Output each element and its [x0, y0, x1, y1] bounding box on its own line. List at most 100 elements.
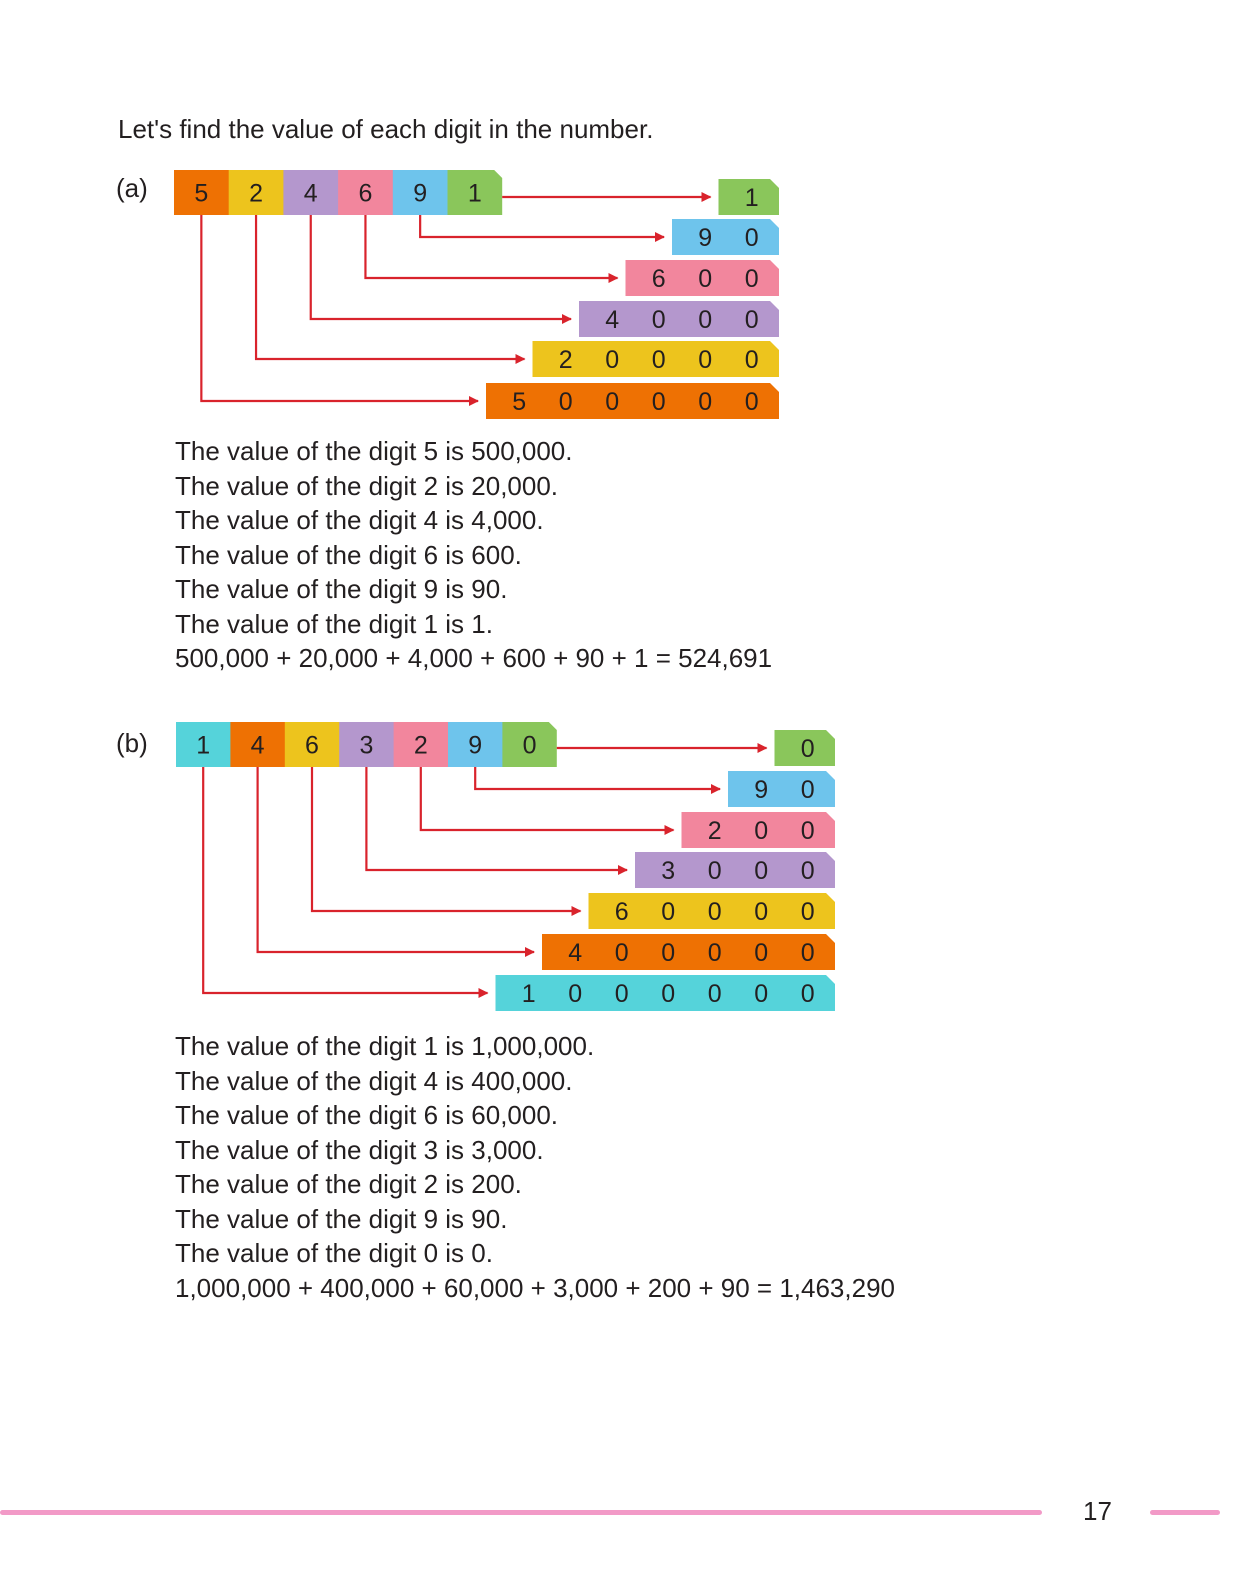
- expanded-value-tile: [672, 219, 779, 255]
- digit-tile: [338, 170, 394, 215]
- expanded-value-tile: [542, 934, 835, 970]
- expanded-digit: 2: [559, 346, 573, 374]
- value-statements-a: The value of the digit 5 is 500,000.The …: [175, 434, 772, 676]
- expanded-digit: 0: [708, 857, 722, 885]
- digit-label: 6: [305, 732, 319, 760]
- expanded-digit: 0: [615, 939, 629, 967]
- place-value-arrow: [200, 215, 479, 406]
- value-statement: The value of the digit 1 is 1,000,000.: [175, 1031, 595, 1061]
- place-value-arrow: [419, 767, 675, 835]
- digit-tile: [392, 170, 448, 215]
- expanded-digit: 0: [754, 857, 768, 885]
- value-statement: The value of the digit 2 is 20,000.: [175, 470, 559, 501]
- expanded-digit: 1: [745, 184, 759, 212]
- expanded-digit: 0: [745, 224, 759, 252]
- expanded-digit: 1: [522, 980, 536, 1008]
- expanded-value-tile: [774, 730, 835, 766]
- digit-label: 5: [194, 180, 208, 208]
- expanded-value-tile: [579, 301, 779, 337]
- expanded-digit: 0: [801, 898, 815, 926]
- digit-label: 1: [468, 180, 482, 208]
- intro-text: Let's find the value of each digit in th…: [118, 114, 654, 144]
- expanded-digit: 0: [801, 980, 815, 1008]
- expanded-digit: 0: [615, 980, 629, 1008]
- expanded-digit: 0: [745, 346, 759, 374]
- expanded-digit: 0: [652, 346, 666, 374]
- expanded-digit: 0: [708, 980, 722, 1008]
- value-statement: The value of the digit 3 is 3,000.: [175, 1134, 544, 1165]
- expanded-digit: 0: [801, 776, 815, 804]
- digit-tile: [176, 722, 231, 767]
- expanded-digit: 0: [559, 388, 573, 416]
- expanded-digit: 0: [661, 980, 675, 1008]
- digit-tile: [284, 722, 340, 767]
- digit-tile: [339, 722, 395, 767]
- digit-label: 1: [196, 732, 210, 760]
- footer-rule-left: [0, 1510, 1042, 1515]
- value-statement: The value of the digit 9 is 90.: [175, 574, 508, 604]
- page-number: 17: [1083, 1496, 1112, 1526]
- expanded-digit: 9: [754, 776, 768, 804]
- expanded-value-tile: [635, 852, 835, 888]
- expanded-digit: 0: [652, 306, 666, 334]
- expanded-value-tile: [625, 260, 779, 296]
- expanded-value-tile: [718, 179, 779, 215]
- digit-label: 3: [359, 732, 373, 760]
- value-statements-b: The value of the digit 1 is 1,000,000. Th…: [175, 1029, 895, 1305]
- value-statement: The value of the digit 6 is 600.: [175, 539, 522, 570]
- expanded-digit: 0: [745, 388, 759, 416]
- expanded-digit: 0: [745, 306, 759, 334]
- expanded-value-tile: [588, 893, 835, 929]
- value-statement: The value of the digit 1 is 1.: [175, 608, 493, 639]
- expanded-digit: 0: [698, 265, 712, 293]
- digit-label: 6: [358, 180, 372, 208]
- expanded-digit: 0: [698, 346, 712, 374]
- value-statement: 1,000,000 + 400,000 + 60,000 + 3,000 + 2…: [175, 1272, 895, 1303]
- expanded-digit: 4: [568, 939, 582, 967]
- digit-tile: [283, 170, 339, 215]
- digit-tile: [447, 170, 503, 215]
- expanded-digit: 2: [708, 817, 722, 845]
- expanded-digit: 0: [698, 306, 712, 334]
- place-value-arrow: [254, 215, 526, 364]
- value-statement: The value of the digit 4 is 4,000.: [175, 505, 544, 535]
- expanded-digit: 0: [661, 898, 675, 926]
- digit-tile: [448, 722, 503, 767]
- expanded-digit: 0: [801, 857, 815, 885]
- footer-rule-right: [1150, 1510, 1220, 1515]
- expanded-value-tile: [495, 975, 835, 1011]
- expanded-digit: 5: [512, 388, 526, 416]
- expanded-value-tile: [486, 383, 779, 419]
- digit-label: 2: [414, 732, 428, 760]
- expanded-digit: 0: [754, 939, 768, 967]
- expanded-value-tile: [728, 771, 835, 807]
- digit-label: 4: [251, 732, 265, 760]
- expanded-digit: 0: [708, 939, 722, 967]
- digit-label: 4: [304, 180, 318, 208]
- value-statement: The value of the digit 6 is 60,000.: [175, 1100, 559, 1130]
- place-value-arrow: [474, 767, 721, 794]
- expanded-digit: 0: [801, 939, 815, 967]
- place-value-arrow: [365, 767, 628, 875]
- value-statement: 500,000 + 20,000 + 4,000 + 600 + 90 + 1 …: [175, 643, 773, 673]
- expanded-digit: 6: [652, 265, 666, 293]
- expanded-digit: 0: [605, 346, 619, 374]
- expanded-value-tile: [532, 341, 779, 377]
- expanded-digit: 0: [661, 939, 675, 967]
- expanded-digit: 9: [698, 224, 712, 252]
- place-value-arrow: [310, 767, 582, 916]
- value-statement: The value of the digit 2 is 200.: [175, 1169, 522, 1199]
- value-statement: The value of the digit 4 is 400,000.: [175, 1065, 573, 1096]
- part-b-label: (b): [116, 728, 148, 758]
- expanded-digit: 0: [801, 735, 815, 763]
- digit-label: 0: [523, 732, 537, 760]
- digit-label: 2: [249, 180, 263, 208]
- digit-tile: [502, 722, 557, 767]
- expanded-digit: 0: [754, 898, 768, 926]
- expanded-digit: 0: [754, 980, 768, 1008]
- digit-tile: [393, 722, 449, 767]
- expanded-digit: 4: [605, 306, 619, 334]
- expanded-value-tile: [681, 812, 835, 848]
